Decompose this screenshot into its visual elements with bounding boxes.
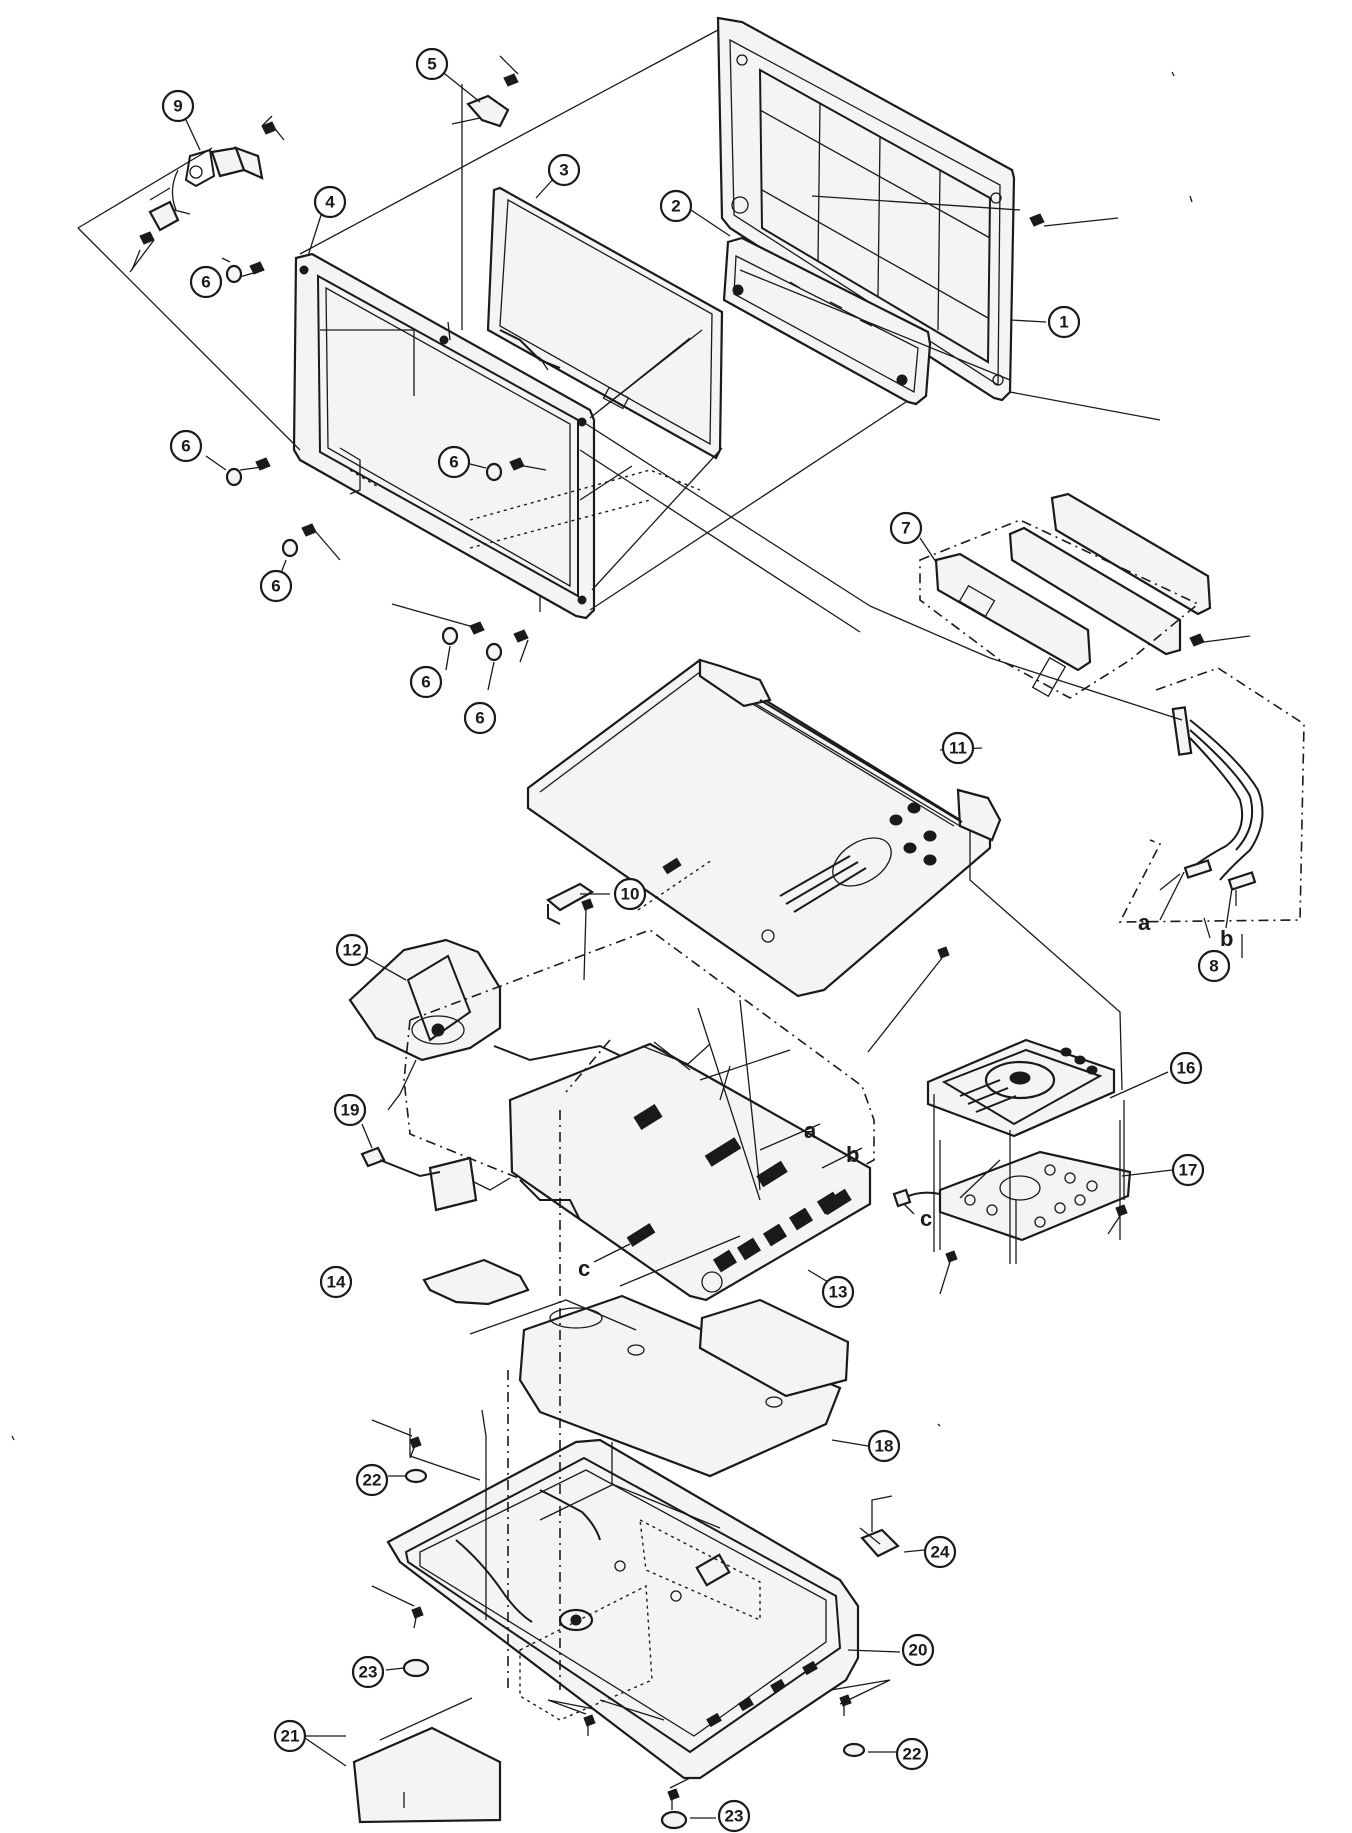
callout-10: 10 (613, 877, 647, 911)
operation-panel-part (926, 1038, 1116, 1138)
stray-marks (11, 71, 1193, 1441)
svg-text:12: 12 (343, 941, 362, 960)
svg-text:6: 6 (271, 577, 280, 596)
svg-text:24: 24 (931, 1543, 950, 1562)
svg-text:3: 3 (559, 161, 568, 180)
connector-label-c-board: c (578, 1256, 590, 1281)
svg-text:6: 6 (201, 273, 210, 292)
svg-text:7: 7 (901, 519, 910, 538)
callout-3: 3 (547, 153, 581, 187)
svg-text:4: 4 (325, 193, 335, 212)
svg-text:22: 22 (363, 1471, 382, 1490)
callout-23-a: 23 (351, 1655, 385, 1689)
svg-text:22: 22 (903, 1745, 922, 1764)
callout-24: 24 (923, 1535, 957, 1569)
callout-6-c: 6 (437, 445, 471, 479)
svg-text:18: 18 (875, 1437, 894, 1456)
svg-text:23: 23 (359, 1663, 378, 1682)
callout-19: 19 (333, 1093, 367, 1127)
svg-text:16: 16 (1177, 1059, 1196, 1078)
callout-16: 16 (1169, 1051, 1203, 1085)
main-pcb-part (403, 929, 875, 1302)
connector-label-c-panel: c (920, 1206, 932, 1231)
callout-11: 11 (941, 731, 975, 765)
svg-text:11: 11 (949, 739, 967, 758)
cushions (225, 264, 503, 662)
callout-18: 18 (867, 1429, 901, 1463)
callout-7: 7 (889, 511, 923, 545)
svg-text:6: 6 (475, 709, 484, 728)
callout-6-e: 6 (409, 665, 443, 699)
lcd-panel-part (486, 186, 724, 460)
button-part (860, 1495, 900, 1558)
callout-6-f: 6 (463, 701, 497, 735)
inverter-board-part (919, 492, 1212, 699)
connector-label-b-harness: b (1220, 926, 1233, 951)
connector-letters: a b a b c c (578, 871, 1233, 1281)
callout-22-a: 22 (355, 1463, 389, 1497)
svg-text:13: 13 (829, 1283, 848, 1302)
svg-text:6: 6 (421, 673, 430, 692)
bottom-cabinet-part (386, 1438, 860, 1780)
svg-text:2: 2 (671, 197, 680, 216)
switch-part (360, 1146, 478, 1212)
front-bezel-part (292, 252, 596, 620)
speaker-bracket-part (148, 146, 264, 232)
callout-4: 4 (313, 185, 347, 219)
callouts: 1 2 3 4 5 6 6 6 6 6 6 7 8 9 10 11 12 13 … (161, 47, 1231, 1833)
callout-1: 1 (1047, 305, 1081, 339)
svg-text:23: 23 (725, 1807, 744, 1826)
callout-5: 5 (415, 47, 449, 81)
top-cover-part (526, 658, 1002, 998)
svg-text:8: 8 (1209, 957, 1218, 976)
svg-text:6: 6 (181, 437, 190, 456)
svg-text:21: 21 (281, 1727, 300, 1746)
callout-13: 13 (821, 1275, 855, 1309)
callout-6-d: 6 (259, 569, 293, 603)
svg-text:1: 1 (1059, 313, 1068, 332)
svg-text:17: 17 (1179, 1161, 1198, 1180)
svg-text:14: 14 (327, 1273, 346, 1292)
svg-text:19: 19 (341, 1101, 360, 1120)
svg-text:10: 10 (621, 885, 640, 904)
svg-text:6: 6 (449, 453, 458, 472)
callout-23-b: 23 (717, 1799, 751, 1833)
callout-17: 17 (1171, 1153, 1205, 1187)
callout-6-b: 6 (169, 429, 203, 463)
callout-20: 20 (901, 1633, 935, 1667)
callout-8: 8 (1197, 949, 1231, 983)
callout-22-b: 22 (895, 1737, 929, 1771)
explode-lines (77, 29, 1183, 1741)
key-pcb-part (892, 1120, 1132, 1264)
callout-14: 14 (319, 1265, 353, 1299)
callout-12: 12 (335, 933, 369, 967)
connector-label-a-board: a (804, 1118, 817, 1143)
connector-label-a-harness: a (1138, 910, 1151, 935)
insulator-sheet-part (422, 1258, 850, 1478)
callout-6-a: 6 (189, 265, 223, 299)
svg-text:5: 5 (427, 55, 436, 74)
hinge-part (451, 94, 510, 128)
callout-9: 9 (161, 89, 195, 123)
button-bracket-part (546, 882, 595, 925)
svg-text:9: 9 (173, 97, 182, 116)
callout-2: 2 (659, 189, 693, 223)
feet-and-label (352, 1468, 866, 1830)
callout-21: 21 (273, 1719, 307, 1753)
connector-label-b-board: b (846, 1142, 859, 1167)
svg-text:20: 20 (909, 1641, 928, 1660)
